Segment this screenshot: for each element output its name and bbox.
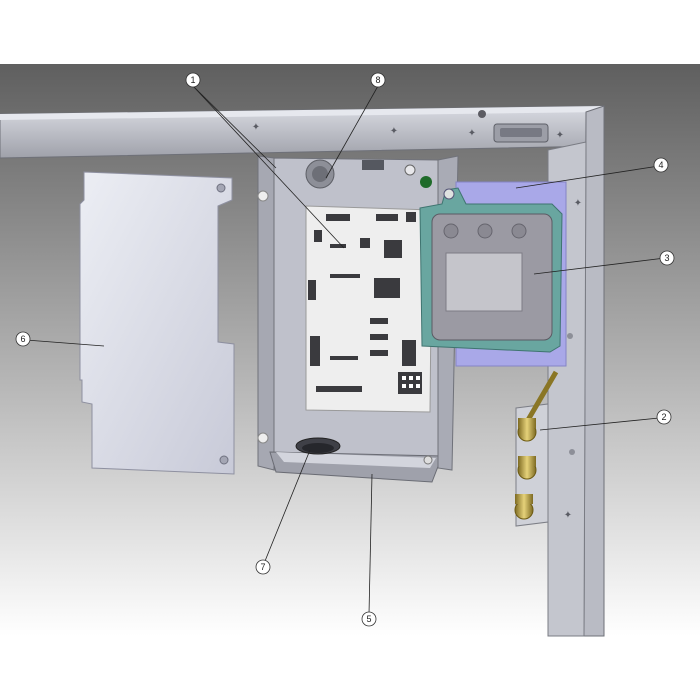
callout-5: 5	[361, 611, 377, 627]
leader-lines	[25, 85, 666, 615]
callout-1-label: 1	[190, 75, 195, 85]
circuit-board	[305, 205, 433, 413]
callout-7-label: 7	[260, 562, 265, 572]
svg-text:✦: ✦	[574, 198, 582, 209]
callout-6-label: 6	[20, 334, 25, 344]
callout-2-label: 2	[661, 412, 666, 422]
callout-3-label: 3	[664, 253, 669, 263]
callout-7: 7	[255, 559, 271, 575]
cable-grommet	[295, 437, 341, 455]
callout-4: 4	[653, 157, 669, 173]
callout-1: 1	[185, 72, 201, 88]
callout-4-label: 4	[658, 160, 663, 170]
svg-text:✦: ✦	[468, 128, 476, 139]
relay-module	[419, 187, 563, 353]
callout-5-label: 5	[366, 614, 371, 624]
callout-8: 8	[370, 72, 386, 88]
svg-text:✦: ✦	[252, 122, 260, 133]
callout-8-label: 8	[375, 75, 380, 85]
svg-text:✦: ✦	[556, 130, 564, 141]
callout-3: 3	[659, 250, 675, 266]
svg-text:✦: ✦	[564, 510, 572, 521]
cover-panel	[79, 171, 235, 475]
knockout	[305, 159, 432, 189]
frame: ✦ ✦ ✦ ✦ ✦ ✦	[0, 105, 605, 637]
callout-2: 2	[656, 409, 672, 425]
callout-6: 6	[15, 331, 31, 347]
svg-text:✦: ✦	[390, 126, 398, 137]
connector-fittings	[514, 370, 559, 527]
